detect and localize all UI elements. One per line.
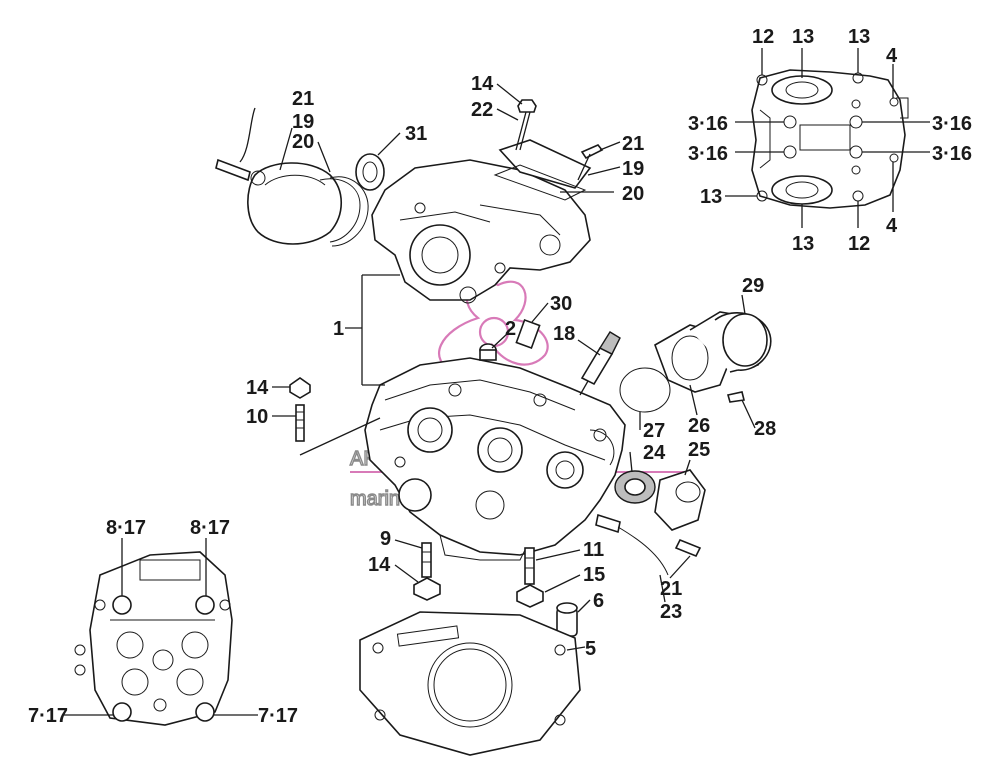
dowel-pins	[479, 318, 541, 361]
callout-labels: 1 2 5 6 7·17 7·17 8·17 8·17 9 10 11 12 1…	[28, 26, 972, 727]
label-26: 26	[688, 415, 710, 437]
label-14-bottom: 14	[368, 554, 391, 576]
label-13-top-a: 13	[792, 26, 814, 48]
label-7-17-right: 7·17	[258, 705, 298, 727]
label-21-bottom: 21	[660, 578, 682, 600]
label-28: 28	[754, 418, 776, 440]
camshaft-end-cap-top	[493, 99, 604, 201]
label-20-left: 20	[292, 131, 314, 153]
label-3-16-c: 3·16	[932, 113, 972, 135]
cover-top-view	[751, 69, 909, 209]
label-11: 11	[583, 539, 604, 561]
label-4-bottom: 4	[886, 215, 898, 237]
label-3-16-b: 3·16	[688, 143, 728, 165]
leader-lines-bottom-left	[62, 538, 258, 716]
cylinder-head	[364, 357, 626, 561]
leader-lines-main	[239, 83, 756, 651]
oil-seal-31	[355, 153, 385, 191]
label-14-left: 14	[246, 377, 269, 399]
label-24: 24	[643, 442, 666, 464]
label-5: 5	[585, 638, 596, 660]
camshaft-end-cap-left	[215, 158, 369, 247]
stud-11	[516, 547, 544, 608]
label-13-left: 13	[700, 186, 722, 208]
spark-plug	[579, 331, 621, 396]
label-31: 31	[405, 123, 427, 145]
label-27: 27	[643, 420, 665, 442]
label-3-16-a: 3·16	[688, 113, 728, 135]
label-3-16-d: 3·16	[932, 143, 972, 165]
label-13-top-b: 13	[848, 26, 870, 48]
label-9: 9	[380, 528, 391, 550]
label-19-left: 19	[292, 111, 314, 133]
label-6: 6	[593, 590, 604, 612]
label-10: 10	[246, 406, 268, 428]
cylinder-head-gasket	[359, 611, 581, 756]
label-12-bottom: 12	[848, 233, 870, 255]
stud-9	[413, 542, 441, 601]
label-18: 18	[553, 323, 575, 345]
intake-manifold	[619, 311, 772, 413]
label-8-17-right: 8·17	[190, 517, 230, 539]
label-25: 25	[688, 439, 710, 461]
label-1: 1	[333, 318, 344, 340]
label-21-left: 21	[292, 88, 314, 110]
label-23: 23	[660, 601, 682, 623]
label-2: 2	[505, 318, 516, 340]
label-14-top: 14	[471, 73, 494, 95]
label-15: 15	[583, 564, 605, 586]
label-8-17-left: 8·17	[106, 517, 146, 539]
label-21-right: 21	[622, 133, 644, 155]
label-29: 29	[742, 275, 764, 297]
label-19-right: 19	[622, 158, 644, 180]
label-20-right: 20	[622, 183, 644, 205]
thermostat-housing	[654, 469, 706, 531]
leader-lines-top-right	[725, 48, 930, 228]
dowel-6	[556, 602, 578, 637]
thermostat	[614, 470, 656, 504]
temperature-sensor	[595, 513, 702, 576]
head-bottom-view	[74, 551, 233, 726]
label-22: 22	[471, 99, 493, 121]
label-7-17-left: 7·17	[28, 705, 68, 727]
label-12-top: 12	[752, 26, 774, 48]
label-30: 30	[550, 293, 572, 315]
cylinder-head-cover	[371, 159, 591, 304]
label-13-bottom: 13	[792, 233, 814, 255]
label-4-top: 4	[886, 45, 898, 67]
stud-bolt-10	[289, 377, 311, 442]
